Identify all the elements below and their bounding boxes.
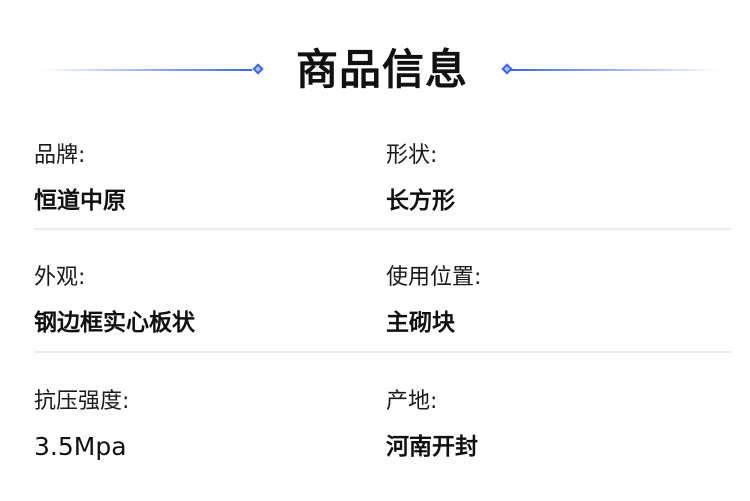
- row-divider: [34, 228, 731, 230]
- info-item-origin: 产地: 河南开封: [386, 388, 478, 462]
- info-item-shape: 形状: 长方形: [386, 142, 455, 216]
- info-label: 形状:: [386, 143, 438, 168]
- section-title: 商品信息: [295, 45, 468, 94]
- info-value: 3.5Mpa: [34, 432, 127, 461]
- section-header: 商品信息: [0, 40, 750, 100]
- info-label: 抗压强度:: [34, 389, 130, 414]
- info-item-brand: 品牌: 恒道中原: [34, 142, 126, 216]
- info-value: 河南开封: [386, 434, 478, 460]
- info-value: 长方形: [386, 188, 455, 214]
- info-item-compressive-strength: 抗压强度: 3.5Mpa: [34, 388, 129, 462]
- info-item-appearance: 外观: 钢边框实心板状: [34, 264, 195, 338]
- row-divider: [34, 351, 731, 353]
- info-item-usage-position: 使用位置: 主砌块: [386, 264, 481, 338]
- info-value: 主砌块: [386, 310, 455, 336]
- info-value: 钢边框实心板状: [34, 310, 195, 336]
- info-label: 外观:: [34, 265, 86, 290]
- header-line-right: [510, 69, 720, 71]
- info-label: 品牌:: [34, 143, 86, 168]
- info-value: 恒道中原: [34, 188, 126, 214]
- info-label: 产地:: [386, 389, 438, 414]
- diamond-icon: [252, 63, 264, 75]
- header-line-left: [40, 69, 252, 71]
- info-label: 使用位置:: [386, 265, 482, 290]
